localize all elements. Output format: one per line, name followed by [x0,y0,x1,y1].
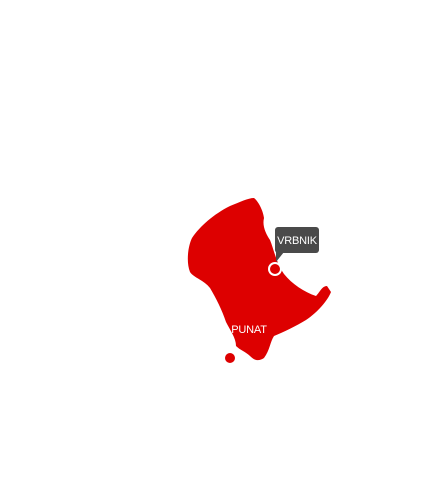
punat-pointer-line [230,338,234,353]
vrbnik-tooltip-pointer [276,252,284,262]
place-vrbnik[interactable]: VRBNIK [268,227,319,276]
vrbnik-label: VRBNIK [277,235,318,247]
vrbnik-tooltip-box [275,227,319,253]
punat-marker[interactable] [223,351,237,365]
place-punat[interactable]: PUNAT [223,324,267,365]
vrbnik-marker[interactable] [268,262,282,276]
island-region[interactable] [187,198,331,361]
punat-label: PUNAT [231,324,267,336]
